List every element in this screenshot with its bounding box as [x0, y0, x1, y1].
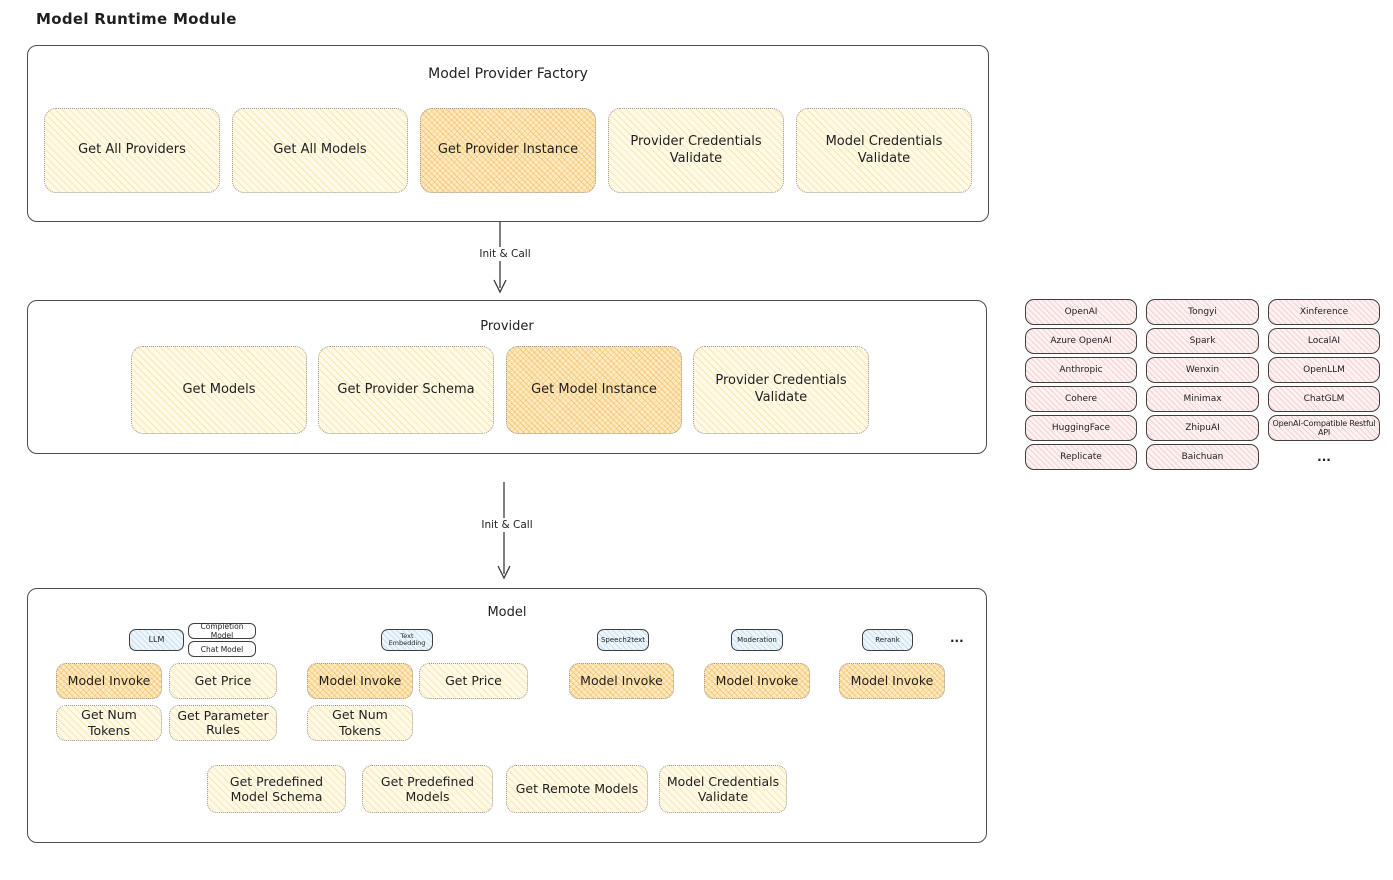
node-get-models: Get Models — [131, 346, 307, 434]
node-get-provider-schema: Get Provider Schema — [318, 346, 494, 434]
factory-box: Model Provider Factory Get All Providers… — [27, 45, 989, 222]
tag-llm: LLM — [129, 629, 184, 651]
btn-get-predefined-models: Get Predefined Models — [362, 765, 493, 813]
node-provider-credentials-validate: Provider Credentials Validate — [608, 108, 784, 193]
provider-cell-chatglm: ChatGLM — [1268, 386, 1380, 412]
node-provider-credentials-validate-2: Provider Credentials Validate — [693, 346, 869, 434]
btn-te-get-price: Get Price — [419, 663, 528, 699]
model-title: Model — [487, 605, 527, 620]
tag-chat-model: Chat Model — [188, 641, 256, 657]
page-title: Model Runtime Module — [36, 10, 237, 28]
provider-cell-tongyi: Tongyi — [1146, 299, 1259, 325]
provider-cell-baichuan: Baichuan — [1146, 444, 1259, 470]
providers-list: OpenAI Tongyi Xinference Azure OpenAI Sp… — [1025, 299, 1380, 470]
provider-cell-replicate: Replicate — [1025, 444, 1137, 470]
provider-cell-cohere: Cohere — [1025, 386, 1137, 412]
btn-moderation-model-invoke: Model Invoke — [704, 663, 810, 699]
init-call-label-1: Init & Call — [464, 247, 546, 261]
btn-rerank-model-invoke: Model Invoke — [839, 663, 945, 699]
btn-s2t-model-invoke: Model Invoke — [569, 663, 674, 699]
node-get-all-providers: Get All Providers — [44, 108, 220, 193]
provider-cell-ellipsis: ... — [1317, 450, 1331, 464]
provider-cell-wenxin: Wenxin — [1146, 357, 1259, 383]
tag-completion-model: Completion Model — [188, 622, 256, 640]
node-get-provider-instance: Get Provider Instance — [420, 108, 596, 193]
provider-cell-spark: Spark — [1146, 328, 1259, 354]
tag-text-embedding: Text Embedding — [381, 629, 433, 651]
provider-cell-xinference: Xinference — [1268, 299, 1380, 325]
btn-get-remote-models: Get Remote Models — [506, 765, 648, 813]
provider-cell-localai: LocalAI — [1268, 328, 1380, 354]
btn-te-get-num-tokens: Get Num Tokens — [307, 705, 413, 741]
btn-te-model-invoke: Model Invoke — [307, 663, 413, 699]
model-box: Model LLM Completion Model Chat Model Te… — [27, 588, 987, 843]
node-get-all-models: Get All Models — [232, 108, 408, 193]
init-call-label-2: Init & Call — [466, 518, 548, 532]
btn-llm-model-invoke: Model Invoke — [56, 663, 162, 699]
provider-cell-anthropic: Anthropic — [1025, 357, 1137, 383]
tag-moderation: Moderation — [731, 629, 783, 651]
btn-get-predefined-model-schema: Get Predefined Model Schema — [207, 765, 346, 813]
provider-cell-huggingface: HuggingFace — [1025, 415, 1137, 441]
btn-llm-get-num-tokens: Get Num Tokens — [56, 705, 162, 741]
provider-cell-minimax: Minimax — [1146, 386, 1259, 412]
tag-rerank: Rerank — [862, 629, 913, 651]
model-tags-ellipsis: ... — [950, 631, 964, 645]
init-call-arrow-2 — [497, 482, 511, 580]
provider-cell-openai-compatible: OpenAI-Compatible Restful API — [1268, 415, 1380, 441]
provider-cell-openai: OpenAI — [1025, 299, 1137, 325]
provider-cell-zhipuai: ZhipuAI — [1146, 415, 1259, 441]
node-model-credentials-validate: Model Credentials Validate — [796, 108, 972, 193]
provider-box: Provider Get Models Get Provider Schema … — [27, 300, 987, 454]
provider-cell-azure-openai: Azure OpenAI — [1025, 328, 1137, 354]
provider-title: Provider — [480, 319, 534, 334]
node-get-model-instance: Get Model Instance — [506, 346, 682, 434]
provider-cell-openllm: OpenLLM — [1268, 357, 1380, 383]
btn-llm-get-price: Get Price — [169, 663, 277, 699]
tag-speech2text: Speech2text — [597, 629, 649, 651]
btn-llm-get-parameter-rules: Get Parameter Rules — [169, 705, 277, 741]
factory-title: Model Provider Factory — [428, 66, 588, 82]
btn-model-credentials-validate: Model Credentials Validate — [659, 765, 787, 813]
